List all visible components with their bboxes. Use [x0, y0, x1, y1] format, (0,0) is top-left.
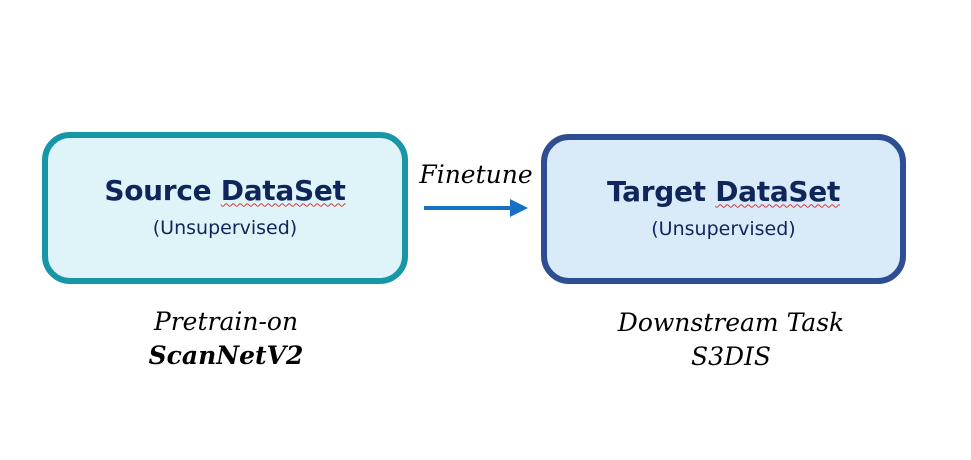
arrow-head [510, 199, 528, 217]
source-caption: Pretrain-on ScanNetV2 [118, 305, 334, 373]
source-box-subtitle: (Unsupervised) [152, 216, 298, 239]
target-caption-line2: S3DIS [690, 342, 772, 371]
source-title-underlined: DataSet [220, 173, 346, 207]
target-dataset-box: Target DataSet (Unsupervised) [541, 134, 906, 284]
target-box-subtitle: (Unsupervised) [651, 217, 796, 240]
target-title-prefix: Target [606, 174, 716, 208]
source-caption-line1: Pretrain-on [153, 307, 299, 336]
source-title-prefix: Source [104, 173, 221, 207]
source-dataset-box: Source DataSet (Unsupervised) [42, 132, 408, 284]
source-caption-line2: ScanNetV2 [148, 341, 304, 370]
target-caption-line1: Downstream Task [617, 308, 845, 337]
finetune-arrow-icon [424, 199, 528, 217]
target-caption: Downstream Task S3DIS [596, 306, 866, 374]
finetune-label: Finetune [419, 160, 533, 189]
target-box-title: Target DataSet [607, 175, 840, 208]
source-box-title: Source DataSet [104, 173, 346, 207]
target-title-underlined: DataSet [715, 174, 841, 208]
